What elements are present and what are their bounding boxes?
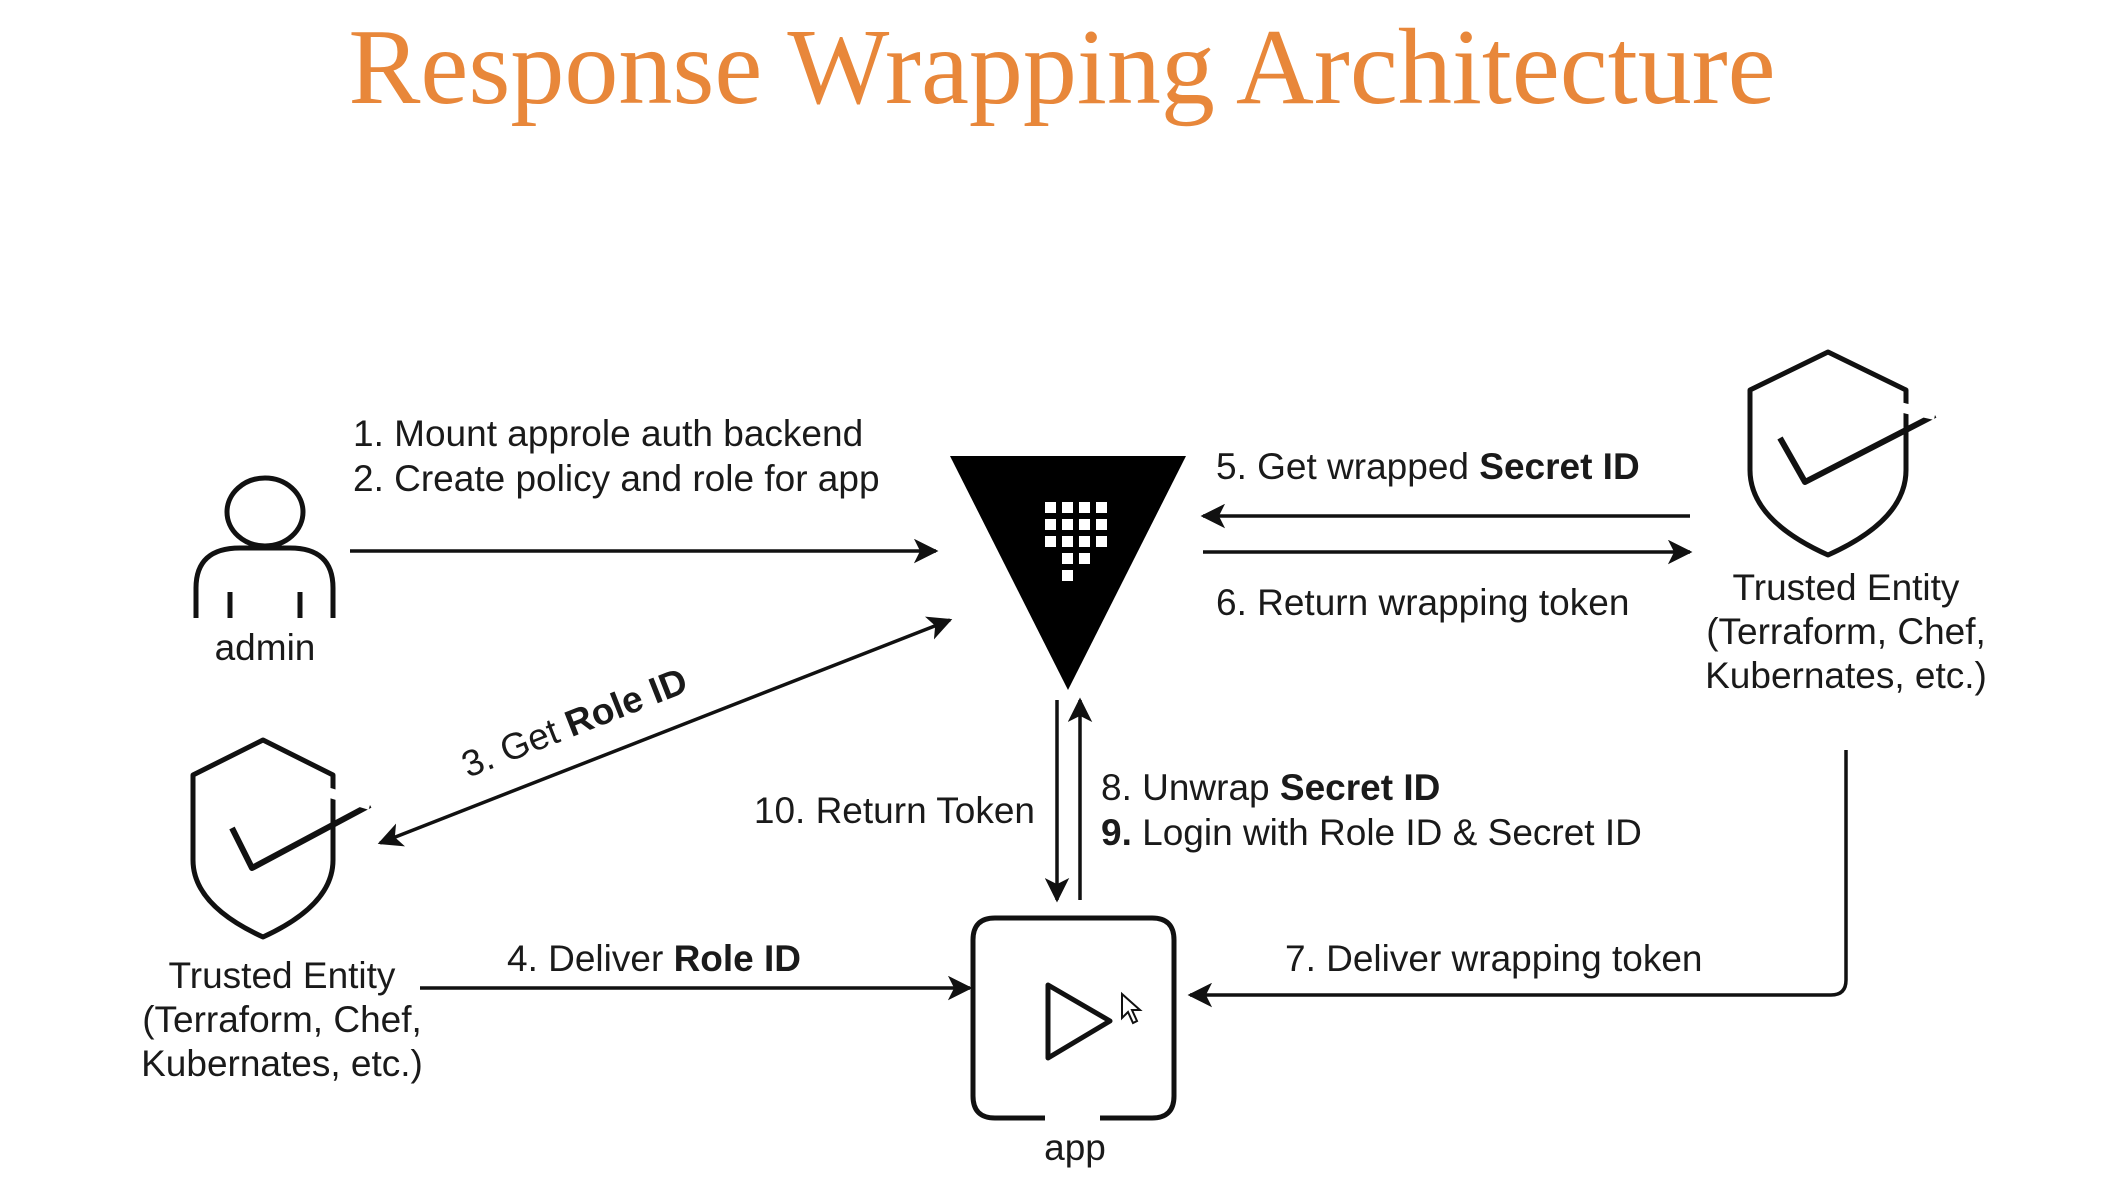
trusted-entity-left-label: Trusted Entity (Terraform, Chef, Kuberna… <box>141 955 423 1084</box>
arrows <box>350 503 1848 1008</box>
svg-text:Kubernates, etc.): Kubernates, etc.) <box>1705 655 1987 696</box>
svg-text:(Terraform, Chef,: (Terraform, Chef, <box>1706 611 1986 652</box>
arrow-role-id-bidirectional <box>377 616 953 847</box>
play-icon <box>1045 982 1113 1061</box>
app-label: app <box>1044 1127 1106 1168</box>
step-9-label: 9. Login with Role ID & Secret ID <box>1101 812 1642 853</box>
shield-check-icon <box>1747 349 1937 558</box>
step-7-label: 7. Deliver wrapping token <box>1285 938 1703 979</box>
svg-text:Trusted Entity: Trusted Entity <box>169 955 396 996</box>
step-10-label: 10. Return Token <box>754 790 1035 831</box>
cursor-icon <box>1121 991 1143 1025</box>
app-node <box>970 915 1177 1121</box>
svg-text:(Terraform, Chef,: (Terraform, Chef, <box>142 999 422 1040</box>
shield-check-icon <box>190 737 372 940</box>
person-icon <box>193 475 336 618</box>
admin-label: admin <box>215 627 316 668</box>
page-title: Response Wrapping Architecture <box>348 8 1775 127</box>
step-6-label: 6. Return wrapping token <box>1216 582 1629 623</box>
step-8-label: 8. Unwrap Secret ID <box>1101 767 1440 808</box>
vault-logo-icon <box>950 456 1186 690</box>
arrow-trusted-right-to-app <box>1187 750 1848 1008</box>
step-4-label: 4. Deliver Role ID <box>507 938 801 979</box>
step-2-label: 2. Create policy and role for app <box>353 458 880 499</box>
step-5-label: 5. Get wrapped Secret ID <box>1216 446 1640 487</box>
svg-text:Kubernates, etc.): Kubernates, etc.) <box>141 1043 423 1084</box>
step-1-label: 1. Mount approle auth backend <box>353 413 863 454</box>
trusted-entity-right-label: Trusted Entity (Terraform, Chef, Kuberna… <box>1705 567 1987 696</box>
svg-text:Trusted Entity: Trusted Entity <box>1733 567 1960 608</box>
